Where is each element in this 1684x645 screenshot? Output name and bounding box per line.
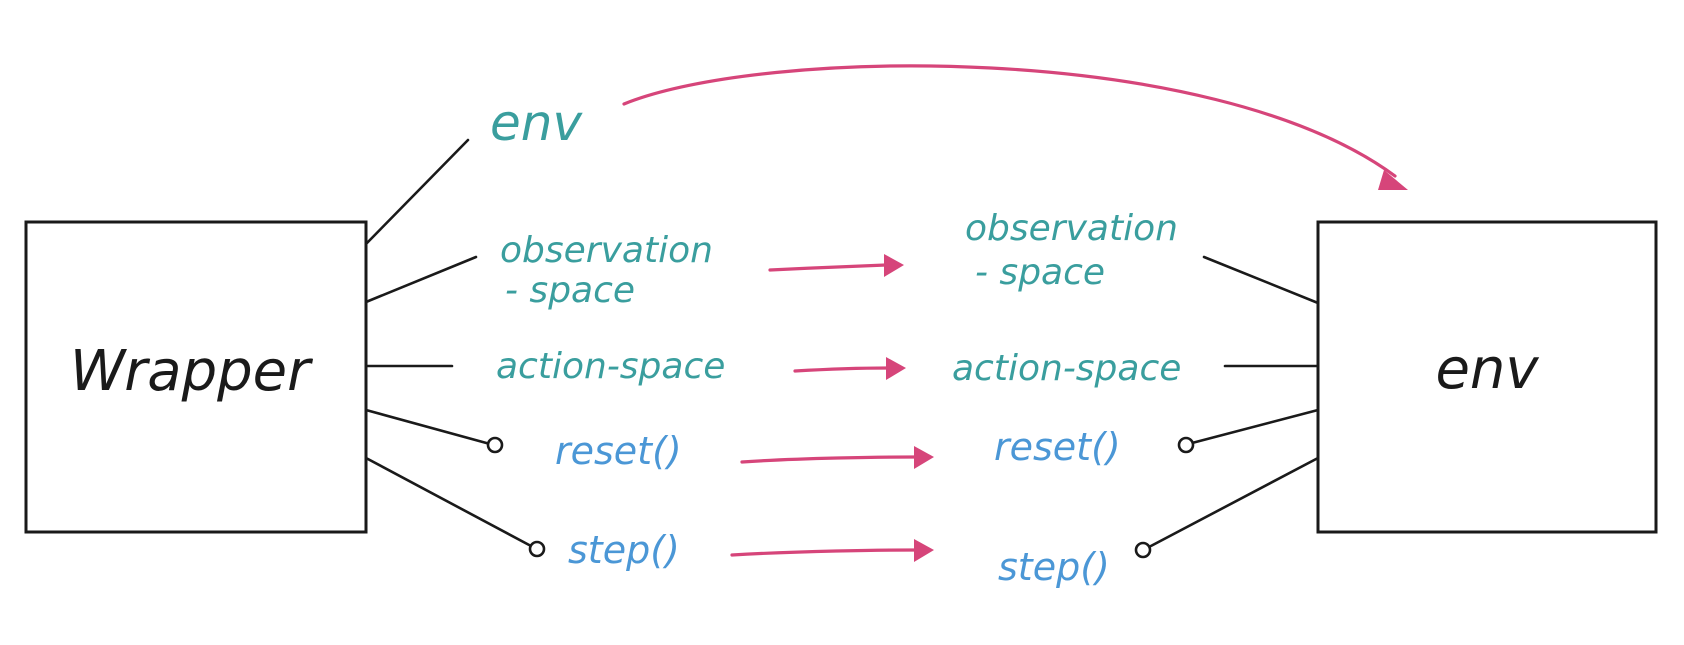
wire-env-step bbox=[1147, 456, 1320, 549]
wrapper-box bbox=[24, 220, 368, 534]
wrapper-label: Wrapper bbox=[70, 339, 313, 404]
port-wrapper-step bbox=[528, 540, 546, 558]
arrow-observation bbox=[768, 263, 888, 272]
arrow-action-space bbox=[793, 366, 890, 373]
port-env-step bbox=[1134, 541, 1152, 559]
wire-wrapper-step bbox=[364, 456, 533, 548]
wire-env-reset bbox=[1190, 408, 1320, 445]
right-observation-line1: observation bbox=[965, 208, 1178, 249]
env-curved-arrow bbox=[622, 64, 1397, 178]
wire-wrapper-observation bbox=[364, 255, 478, 304]
left-reset: reset() bbox=[555, 429, 682, 473]
arrow-reset bbox=[740, 455, 918, 464]
port-env-reset bbox=[1177, 436, 1195, 454]
left-observation-line2: - space bbox=[505, 270, 635, 311]
env-curved-arrow-head bbox=[1378, 170, 1408, 190]
left-observation-line1: observation bbox=[500, 230, 713, 271]
wire-wrapper-env bbox=[364, 138, 470, 246]
arrow-action-space-head bbox=[886, 357, 906, 380]
right-action-space: action-space bbox=[952, 348, 1181, 389]
right-step: step() bbox=[998, 545, 1110, 589]
right-observation-line2: - space bbox=[975, 252, 1105, 293]
arrow-reset-head bbox=[914, 446, 934, 469]
env-box bbox=[1316, 220, 1658, 534]
left-step: step() bbox=[568, 528, 680, 572]
arrow-step bbox=[730, 548, 918, 557]
right-reset: reset() bbox=[994, 425, 1121, 469]
left-action-space: action-space bbox=[496, 346, 725, 387]
env-attribute-label: env bbox=[490, 94, 583, 152]
env-box-label: env bbox=[1435, 337, 1539, 402]
arrow-observation-head bbox=[884, 254, 904, 277]
wire-wrapper-reset bbox=[364, 408, 492, 446]
port-wrapper-reset bbox=[486, 436, 504, 454]
wire-env-observation bbox=[1202, 255, 1320, 305]
arrow-step-head bbox=[914, 539, 934, 562]
